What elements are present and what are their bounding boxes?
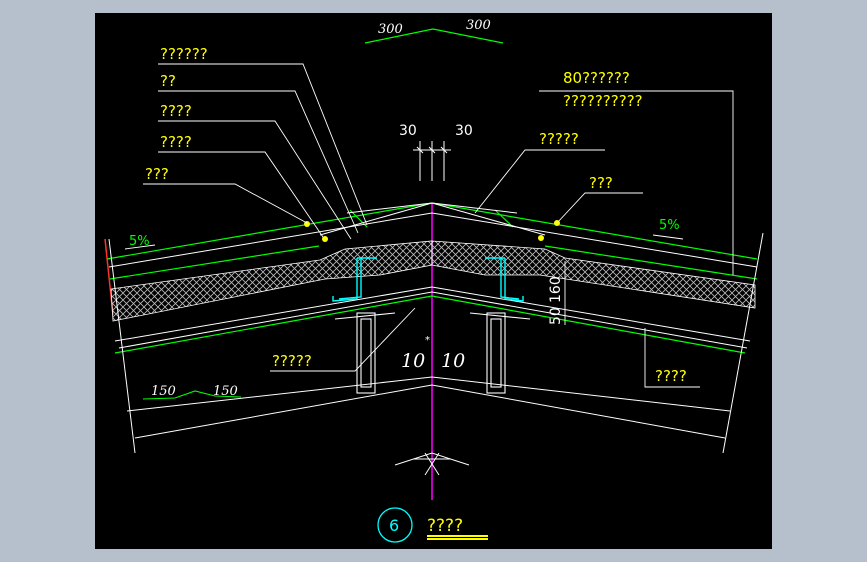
z-flashing-left [332,257,377,302]
dim-lower-left: 10 [401,350,425,372]
fastener-dimension: 30 30 [399,123,473,181]
left-annotations: ?????? ?? ???? ???? ??? [143,45,368,240]
slope-right: 5% [659,218,680,233]
detail-title: ???? [427,516,463,536]
dim-mid-right: 30 [455,123,473,139]
slope-markers: 5% 5% [124,218,684,250]
label-left-1: ?????? [160,45,208,63]
label-right-1: 80?????? [563,69,630,87]
insulation-layer [110,240,756,322]
roof-panel-lines [106,202,758,354]
label-right-small: ??? [589,174,613,192]
ridge-detail-drawing: 300 300 30 30 [104,18,764,543]
label-right-mid: ????? [539,130,579,148]
z-flashing-right [485,257,524,302]
label-left-3: ???? [160,102,192,120]
roof-structure [108,202,764,454]
dim-50: 50 [548,307,564,325]
dim-mid-left: 30 [399,123,417,139]
detail-circle [377,507,413,543]
purlin-right [469,312,531,394]
purlin-left [334,312,396,394]
detail-number: 6 [389,516,399,535]
label-left-4: ???? [160,133,192,151]
label-left-5: ??? [145,165,169,183]
lower-left-annotation: ????? 150 150 [142,307,416,400]
svg-text:*: * [425,335,430,346]
cad-drawing-canvas: 300 300 30 30 [95,13,772,549]
slope-left: 5% [129,234,150,249]
dim-top-right: 300 [466,18,491,33]
dim-bottom-right: 150 [213,384,238,399]
label-right-bottom: ???? [655,367,687,385]
label-left-bottom: ????? [272,352,312,370]
dim-bottom-left: 150 [151,384,176,399]
detail-callout: 6 ???? [377,507,488,543]
lower-dimension: 10 10 * [401,335,465,372]
right-annotations: 80?????? ?????????? ????? ??? [474,69,734,275]
dim-lower-right: 10 [441,350,465,372]
dim-160: 160 [548,276,564,303]
ridge-cap-dimension: 300 300 [364,18,504,44]
label-right-2: ?????????? [563,92,643,110]
lower-right-annotation: ???? [644,328,700,388]
vertical-dimension: 160 50 [548,261,566,325]
label-left-2: ?? [160,72,176,90]
ridge-arrow-mark [394,452,470,476]
dim-top-left: 300 [378,22,403,37]
